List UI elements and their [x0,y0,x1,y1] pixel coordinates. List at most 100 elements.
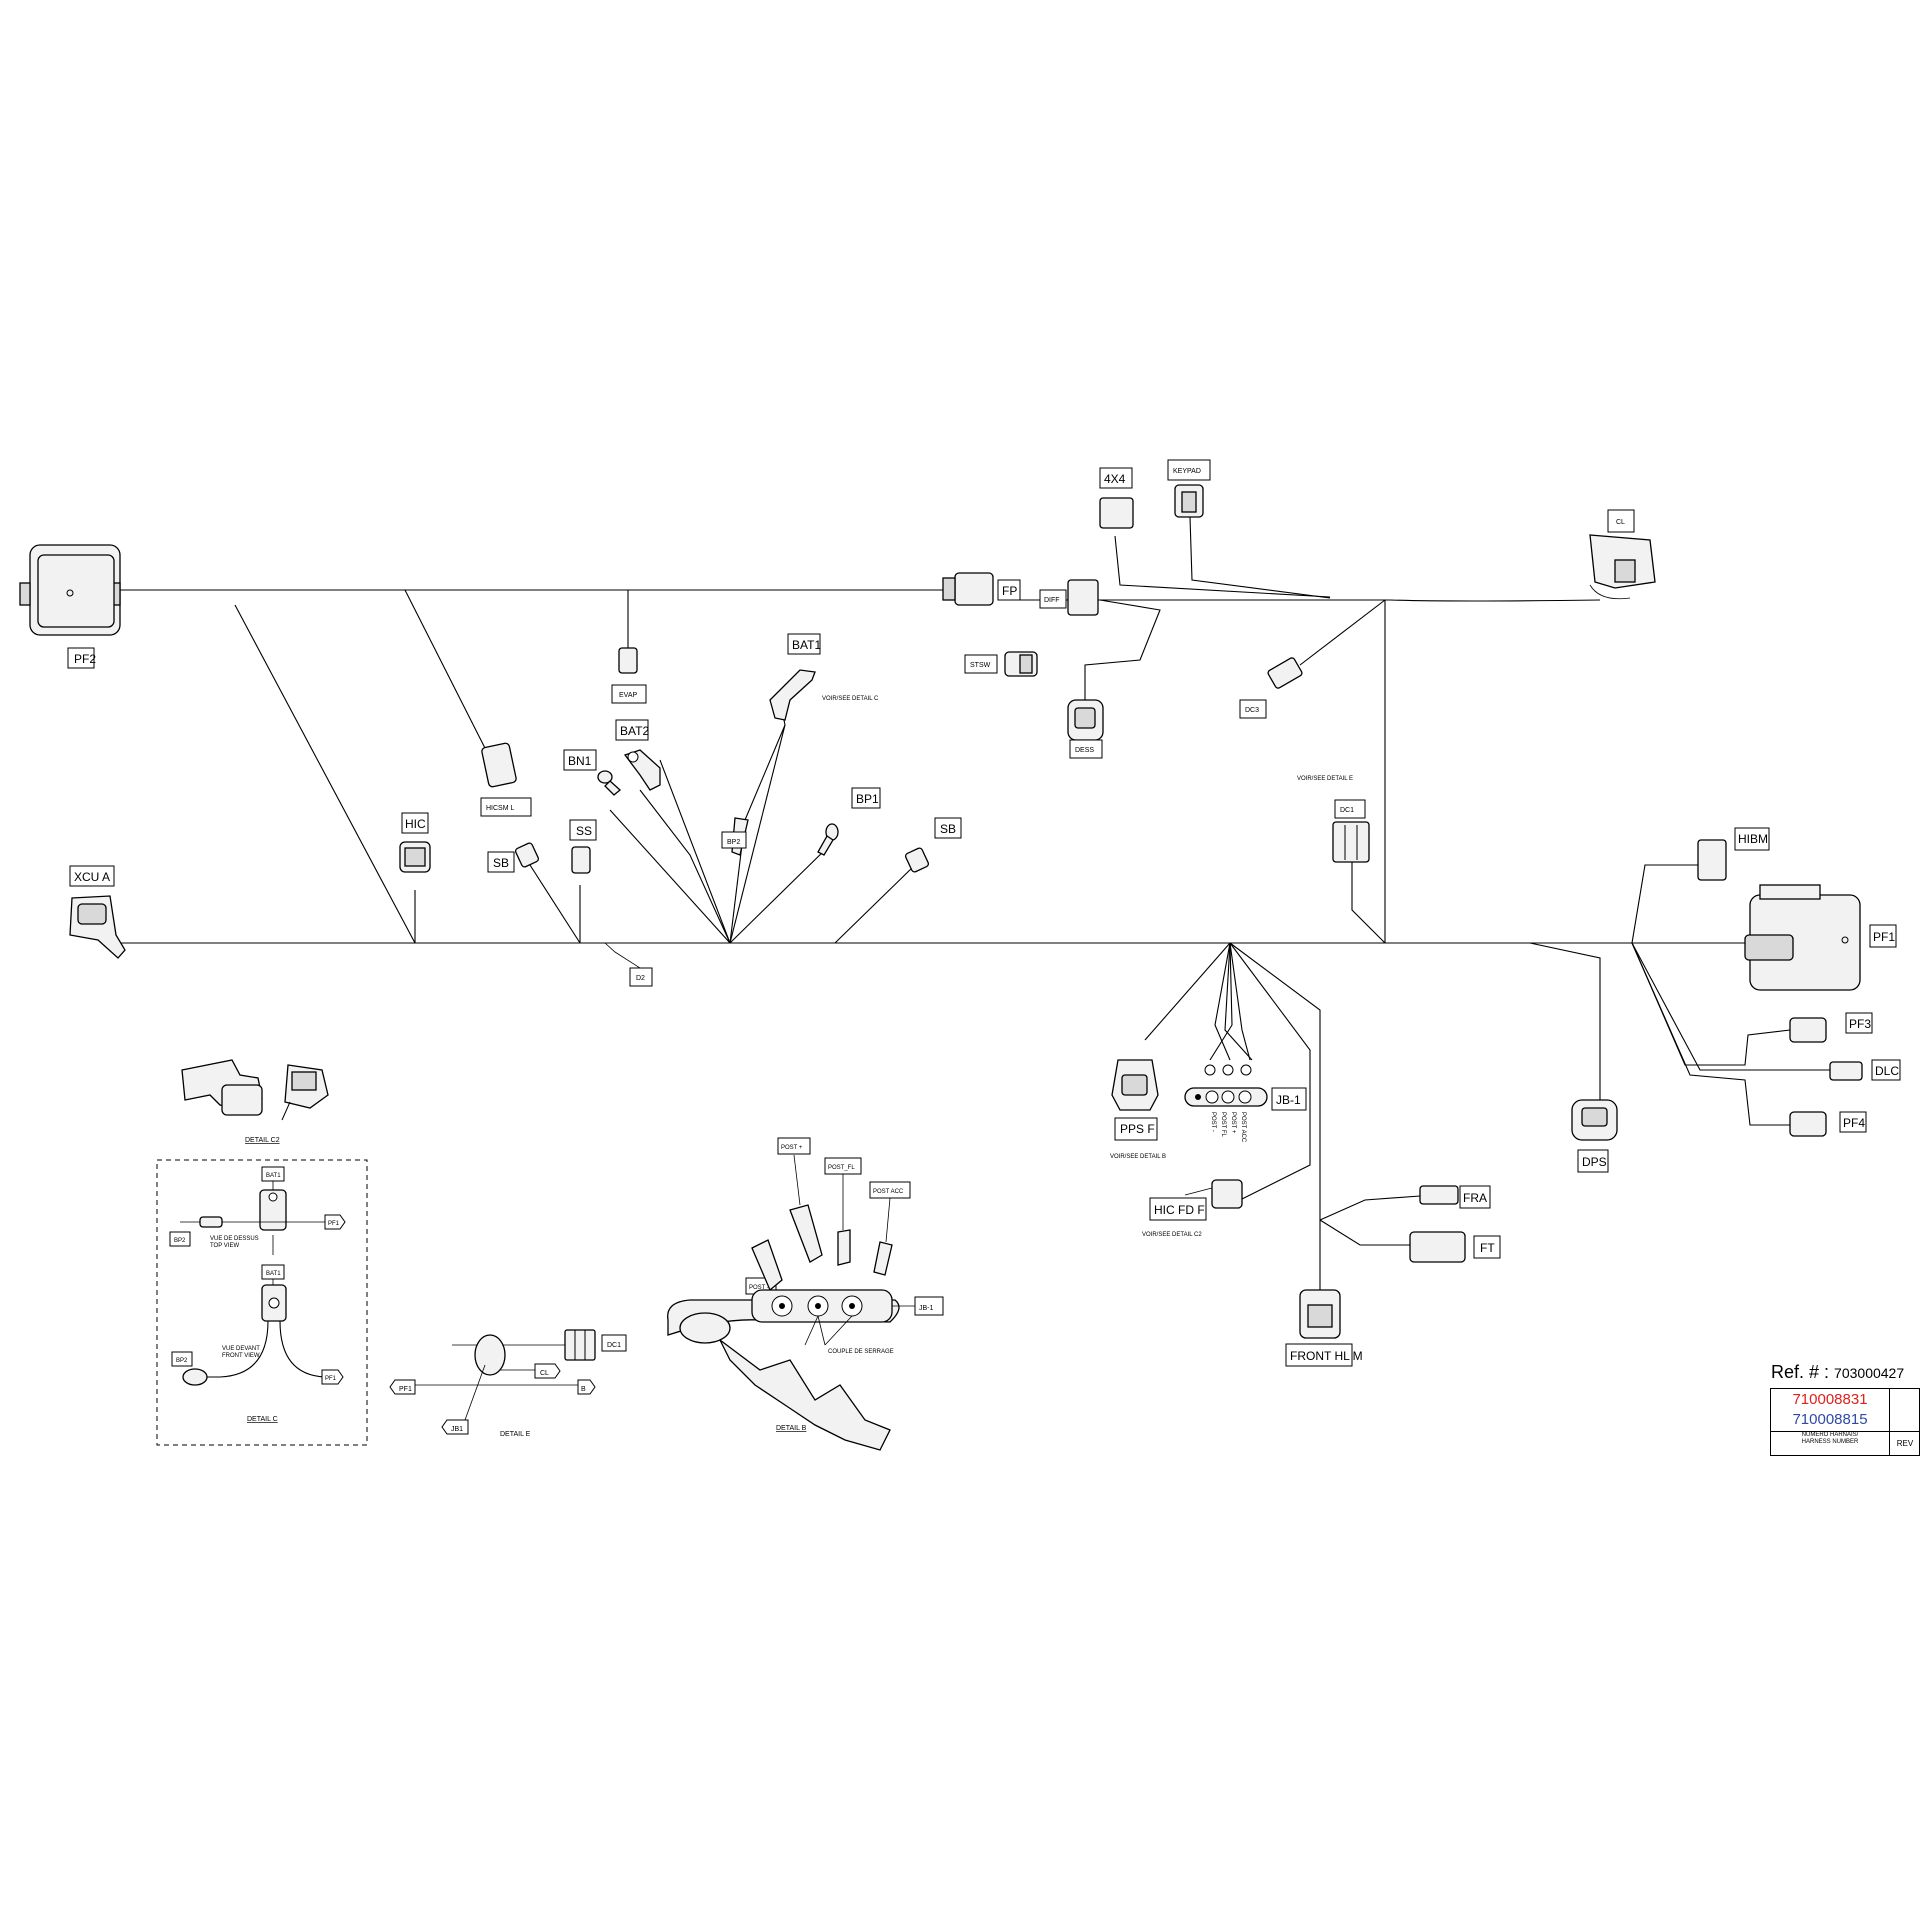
sb-right-label: SB [934,817,962,839]
dc3-label: DC3 [1239,699,1267,719]
front-hl-m-label: FRONT HL M [1285,1343,1363,1367]
svg-text:BP1: BP1 [856,792,879,806]
hic-connector [399,841,431,873]
ref-number: 703000427 [1834,1365,1905,1381]
bat1-note: VOIR/SEE DETAIL C [822,696,879,702]
svg-text:POST -: POST - [1210,1112,1216,1132]
bp2-label: BP2 [721,831,747,849]
svg-text:SB: SB [940,822,956,836]
hic-fd-f-connector [1184,1179,1243,1209]
dc3-connector [1267,657,1303,689]
dc1-note: VOIR/SEE DETAIL E [1297,776,1353,782]
harness-number-table: 710008831 710008815 NUMERO HARNAIS/ HARN… [1770,1388,1920,1456]
fp-label: FP [997,579,1021,601]
harness-number-2: 710008815 [1792,1411,1868,1428]
svg-text:SS: SS [576,824,592,838]
keypad-label: KEYPAD [1167,459,1211,481]
bat1-label: BAT1 [787,633,821,655]
diff-connector [1067,579,1099,616]
rev-label: REV [1889,1431,1920,1456]
table-divider [1889,1389,1890,1431]
xcu-a-connector [69,895,126,959]
pps-f-label: PPS F [1114,1117,1158,1141]
svg-text:PF3: PF3 [1849,1017,1871,1031]
svg-text:JB-1: JB-1 [919,1305,934,1312]
svg-text:DC1: DC1 [1340,807,1354,814]
detail-c2: DETAIL C2 [181,1059,329,1144]
svg-text:HICSM L: HICSM L [486,805,515,812]
pf4-label: PF4 [1839,1111,1867,1133]
hic-fd-f-label: HIC FD F [1149,1197,1207,1221]
svg-text:KEYPAD: KEYPAD [1173,468,1201,475]
svg-text:BP2: BP2 [176,1358,188,1364]
dps-connector [1571,1099,1618,1141]
svg-text:PF1: PF1 [399,1386,412,1393]
svg-text:POST +: POST + [1230,1112,1236,1134]
detail-c-title: DETAIL C [247,1416,278,1423]
detail-b-title: DETAIL B [776,1425,807,1432]
sb-left-connector [514,842,540,868]
detail-e-title: DETAIL E [500,1431,531,1438]
connector-labels: PF2 FP EVAP BAT1 VOIR/SEE DETAIL C BAT2 … [67,459,1901,1367]
svg-text:EVAP: EVAP [619,692,637,699]
svg-text:STSW: STSW [970,662,991,669]
front-hl-m-connector [1299,1289,1341,1339]
hicsm-l-connector [481,742,517,788]
bat1-terminal [769,669,816,721]
svg-text:CL: CL [540,1370,549,1377]
stsw-label: STSW [964,654,998,674]
svg-text:BAT1: BAT1 [266,1173,281,1179]
fra-label: FRA [1459,1185,1491,1209]
ft-connector [1409,1231,1466,1263]
svg-text:B: B [581,1386,586,1393]
svg-text:DC3: DC3 [1245,707,1259,714]
svg-text:POST +: POST + [781,1145,803,1151]
svg-text:FRONT HL M: FRONT HL M [1290,1349,1363,1363]
svg-text:FRA: FRA [1463,1191,1487,1205]
svg-text:COUPLE DE SERRAGE: COUPLE DE SERRAGE [828,1349,894,1355]
fp-connector [942,572,994,606]
ss-label: SS [569,819,597,841]
ss-connector [571,846,591,874]
svg-text:HIC: HIC [405,817,426,831]
svg-text:PF1: PF1 [325,1376,337,1382]
xcu-a-label: XCU A [69,865,115,887]
detail-b: POST - POST + POST_FL POST ACC JB-1 COUP [667,1137,944,1451]
svg-text:DPS: DPS [1582,1155,1607,1169]
svg-text:DLC: DLC [1875,1064,1899,1078]
svg-text:BAT1: BAT1 [266,1271,281,1277]
svg-text:CL: CL [1616,519,1625,526]
ft-label: FT [1473,1235,1501,1259]
dps-label: DPS [1577,1149,1609,1173]
svg-text:BN1: BN1 [568,754,592,768]
4x4-label: 4X4 [1099,467,1133,489]
hicsm-l-label: HICSM L [480,797,532,817]
harness-caption: NUMERO HARNAIS/ HARNESS NUMBER [1771,1431,1889,1456]
bat2-label: BAT2 [615,719,649,741]
svg-text:BP2: BP2 [174,1238,186,1244]
pf3-connector [1789,1017,1827,1043]
svg-text:POST_FL: POST_FL [828,1165,855,1171]
svg-text:PPS F: PPS F [1120,1122,1155,1136]
d2-label: D2 [629,967,653,987]
svg-text:XCU A: XCU A [74,870,110,884]
stsw-connector [1004,651,1038,677]
detail-e: DC1 CL PF1 B JB1 DETAIL E [389,1329,627,1438]
pf2-label: PF2 [67,647,96,669]
svg-text:PF4: PF4 [1843,1116,1865,1130]
pps-note: VOIR/SEE DETAIL B [1110,1154,1166,1160]
bn1-label: BN1 [563,749,597,771]
hic-fd-note: VOIR/SEE DETAIL C2 [1142,1232,1202,1238]
fra-connector [1419,1185,1459,1205]
dlc-connector [1829,1061,1863,1081]
svg-text:DC1: DC1 [607,1342,621,1349]
svg-text:BP2: BP2 [727,839,740,846]
pf3-label: PF3 [1845,1012,1873,1034]
bp1-terminal [817,823,839,856]
bp1-label: BP1 [851,787,881,809]
hibm-connector [1697,839,1727,881]
svg-text:JB-1: JB-1 [1276,1093,1301,1107]
pf1-label: PF1 [1869,924,1897,948]
